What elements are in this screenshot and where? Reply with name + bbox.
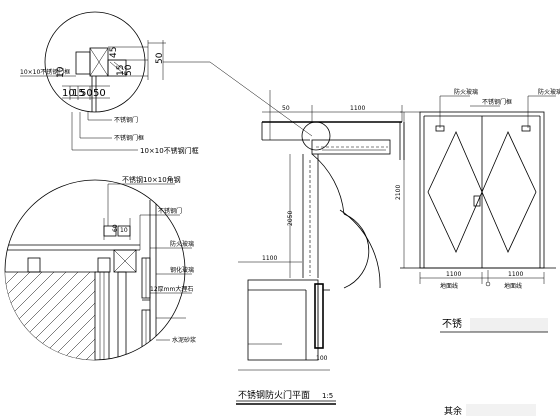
elevation: 防火玻璃 不锈钢门框 防火玻璃 2100 1100 1100 地面线 — [395, 88, 560, 417]
dim-10-left: 10 — [120, 227, 128, 234]
anchor-block-left — [27, 257, 41, 273]
plan-title: 不锈钢防火门平面 — [238, 389, 310, 401]
plan-scale: 1:5 — [322, 392, 333, 400]
plan-dim-100: 100 — [316, 355, 328, 362]
elev-title-partial: 不锈 — [442, 317, 462, 330]
label-tempered-glass: 钢化玻璃 — [170, 266, 194, 274]
dim-60: 60 — [112, 224, 119, 232]
label-mortar: 水泥砂浆 — [172, 336, 196, 344]
plan-dim-top-b: 1100 — [350, 105, 365, 112]
detail-top: 45 50 15 50 10 10 15 50 50 10×10不锈钢门框 不锈… — [20, 11, 313, 155]
label-door: 不锈钢门 — [114, 116, 138, 124]
label-marble: 12厚mm大理石 — [150, 285, 193, 293]
elev-label-glass-right: 防火玻璃 — [538, 88, 560, 96]
door-handle-icon — [473, 195, 481, 207]
dim-45: 45 — [109, 47, 119, 58]
door-leaf-plan — [311, 139, 391, 155]
dim-50-bottom-a: 50 — [80, 88, 93, 99]
label-door-frame: 不锈钢门框 — [114, 134, 144, 142]
dim-50-b: 50 — [124, 64, 134, 76]
dim-10-side: 10 — [56, 66, 66, 78]
frame-box — [75, 51, 91, 75]
glass-diamond-right — [481, 131, 537, 253]
plan-dim-1100: 1100 — [262, 255, 277, 262]
plan-dim-2050: 2050 — [287, 211, 294, 226]
callout-frame-left: 10×10不锈钢门框 — [20, 68, 70, 76]
elev-dim-2100: 2100 — [395, 185, 402, 200]
label-frame-10x10: 10×10不锈钢门框 — [140, 146, 199, 155]
detail-top-circle — [44, 11, 146, 113]
footer-partial: 其余 — [444, 405, 462, 417]
glass-diamond-left — [427, 131, 483, 253]
label-fire-glass: 防火玻璃 — [170, 240, 194, 248]
elev-floor-right: 地面线 — [504, 282, 522, 290]
dim-50-a: 50 — [155, 52, 165, 64]
anchor-block-right — [97, 257, 111, 273]
dim-15: 15 — [116, 65, 126, 76]
elev-dim-bottom-b: 1100 — [508, 271, 523, 278]
elev-floor-left: 地面线 — [440, 282, 458, 290]
elev-label-frame: 不锈钢门框 — [482, 98, 512, 106]
detail-left: 60 10 不锈钢10×10角钢 不锈钢门 防火玻璃 钢化玻璃 12厚mm大理石… — [4, 175, 196, 361]
dim-10-bottom: 10 — [62, 88, 75, 99]
lower-room — [247, 279, 319, 361]
plan: 50 1100 2050 1100 100 — [236, 90, 405, 405]
dim-50-bottom-b: 50 — [93, 88, 106, 99]
elev-dim-bottom-a: 1100 — [446, 271, 461, 278]
dim-15-bottom: 15 — [72, 88, 85, 99]
label-stainless-door: 不锈钢门 — [158, 207, 182, 215]
elev-label-glass-left: 防火玻璃 — [454, 88, 478, 96]
plan-dim-top-a: 50 — [282, 105, 290, 112]
label-angle-steel: 不锈钢10×10角钢 — [122, 175, 181, 184]
